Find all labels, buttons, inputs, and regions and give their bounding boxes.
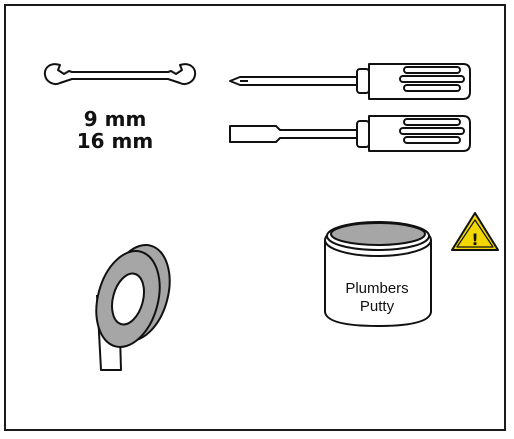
phillips-screwdriver-icon (229, 63, 471, 100)
wrench-size-large: 16 mm (76, 129, 154, 153)
open-end-wrench-icon (43, 63, 197, 85)
warning-triangle-icon (451, 212, 499, 251)
putty-label-line2: Putty (359, 298, 395, 315)
warning-symbol: ! (471, 230, 478, 249)
wrench-size-small: 9 mm (83, 107, 147, 131)
putty-label-line1: Plumbers (345, 280, 409, 297)
flat-screwdriver-icon (229, 115, 471, 152)
putty-can-icon (324, 221, 432, 327)
thread-seal-tape-icon (95, 244, 171, 371)
